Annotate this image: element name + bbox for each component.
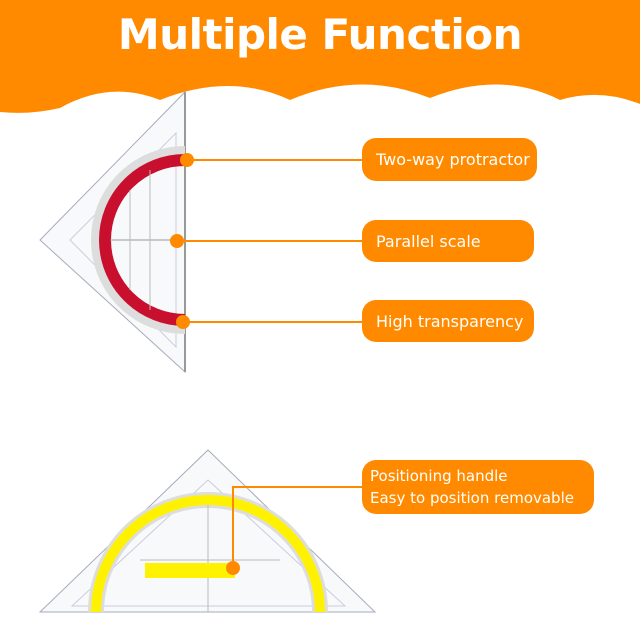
- callout-label: Two-way protractor: [376, 150, 530, 169]
- protractor-arc-yellow: [91, 495, 325, 613]
- callout-high-transparency: High transparency: [362, 300, 534, 342]
- positioning-handle: [145, 563, 235, 578]
- set-square-bottom: [38, 449, 377, 613]
- callout-label: High transparency: [376, 311, 524, 331]
- header-banner: [0, 0, 640, 113]
- connector-dot: [180, 153, 194, 167]
- set-square-top: [39, 90, 186, 374]
- connector-dot: [176, 315, 190, 329]
- callout-label-line1: Positioning handle: [370, 467, 508, 485]
- connector-dot: [226, 561, 240, 575]
- protractor-arc: [99, 154, 186, 326]
- callout-two-way-protractor: Two-way protractor: [362, 138, 537, 181]
- page-title: Multiple Function: [117, 10, 523, 59]
- callout-positioning-handle: Positioning handle Easy to position remo…: [362, 460, 594, 514]
- callout-label-line2: Easy to position removable: [370, 489, 574, 507]
- connector-dot: [170, 234, 184, 248]
- callout-parallel-scale: Parallel scale: [362, 220, 534, 262]
- callout-label: Parallel scale: [376, 231, 481, 251]
